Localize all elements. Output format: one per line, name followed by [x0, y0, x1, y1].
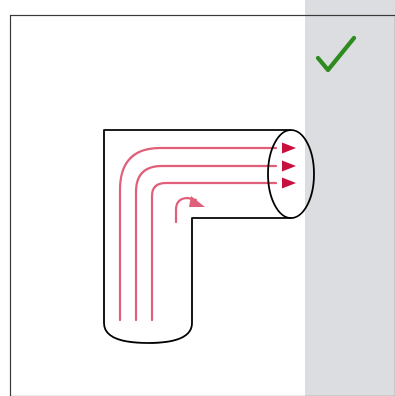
- flow-arrowhead: [282, 143, 296, 154]
- pipe-bottom-opening: [104, 323, 192, 343]
- pipe-inner-wall: [192, 218, 291, 323]
- flow-line: [136, 166, 276, 320]
- flow-arrowhead: [282, 161, 296, 172]
- pipe-outer-wall: [104, 130, 291, 323]
- flow-arrowheads: [282, 143, 296, 189]
- flow-line: [152, 183, 276, 320]
- flow-lines: [120, 148, 276, 320]
- flow-arrowhead: [282, 178, 296, 189]
- flow-line: [120, 148, 276, 320]
